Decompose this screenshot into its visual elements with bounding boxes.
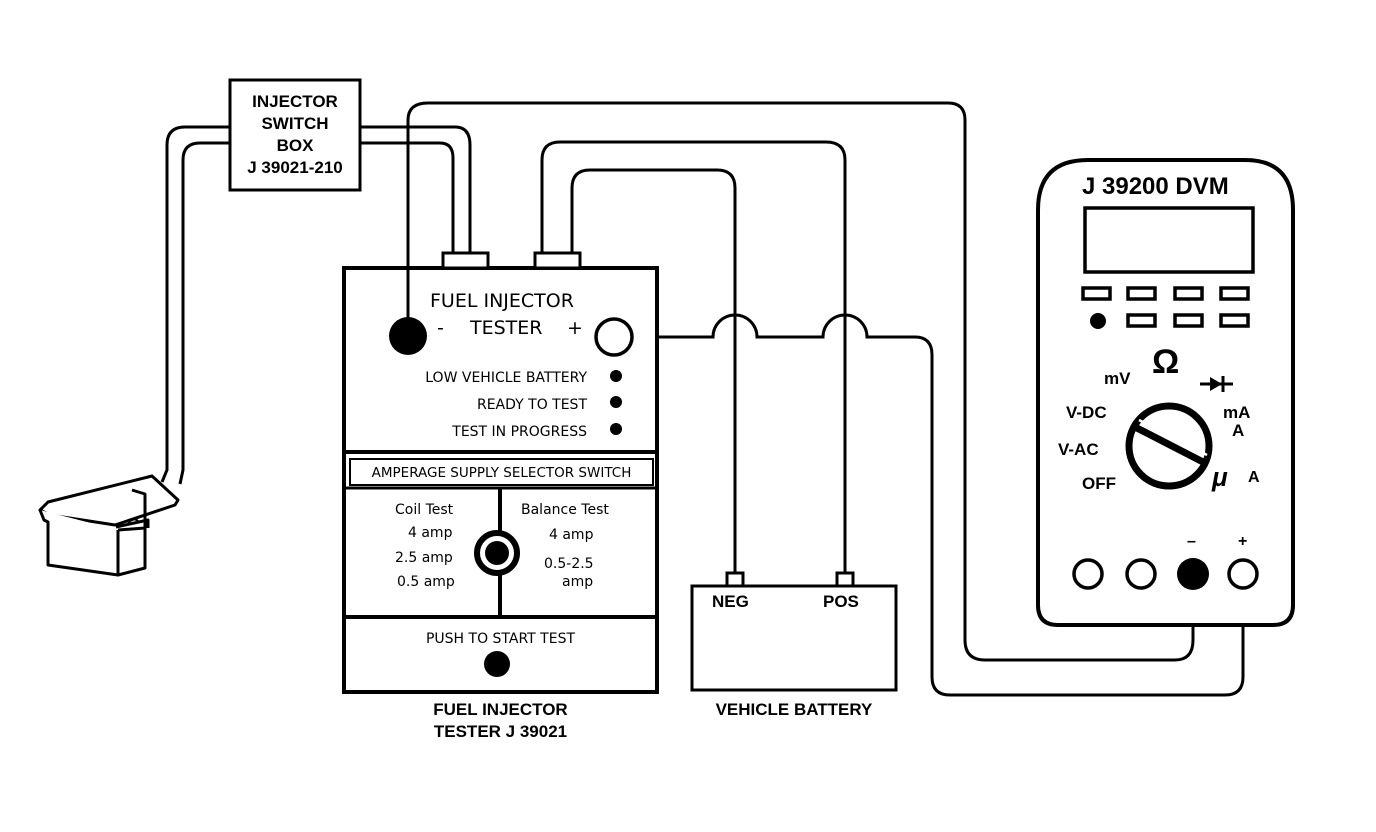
- selector-knob-center: [485, 541, 509, 565]
- dvm-button[interactable]: [1173, 286, 1204, 301]
- dial-label-ma: mA: [1223, 403, 1251, 422]
- battery-pos-label: POS: [823, 592, 859, 611]
- tester-minus-label: -: [437, 317, 444, 339]
- dvm-jack-negative[interactable]: [1177, 558, 1209, 590]
- push-to-start-button[interactable]: [484, 651, 510, 677]
- dvm-plus-label: +: [1238, 533, 1248, 550]
- switch-box-cable: [360, 125, 472, 253]
- coil-test-option-4amp: 4 amp: [408, 525, 453, 541]
- dvm-button[interactable]: [1173, 313, 1204, 328]
- switch-box-label-3: BOX: [276, 136, 314, 155]
- dvm-button[interactable]: [1081, 286, 1112, 301]
- switch-box-label-1: INJECTOR: [252, 92, 338, 111]
- coil-test-option-0-5amp: 0.5 amp: [397, 574, 455, 590]
- dvm-button[interactable]: [1219, 313, 1250, 328]
- vehicle-battery: [690, 571, 898, 692]
- dial-label-micro: μ: [1212, 462, 1228, 492]
- dvm-rotary-dial[interactable]: [1125, 402, 1213, 490]
- balance-test-option-range-unit: amp: [562, 574, 594, 590]
- switch-box-part-number: J 39021-210: [247, 158, 343, 177]
- dvm-display: [1083, 206, 1255, 274]
- dial-label-a: A: [1232, 421, 1245, 440]
- dvm-body: [1036, 158, 1295, 627]
- indicator-label-low-battery: LOW VEHICLE BATTERY: [425, 370, 587, 386]
- dvm-buttons[interactable]: [1081, 286, 1250, 328]
- dial-label-ua: A: [1248, 469, 1260, 486]
- dial-label-vac: V-AC: [1058, 440, 1099, 459]
- coil-test-option-2-5amp: 2.5 amp: [395, 550, 453, 566]
- dvm-jack-positive[interactable]: [1227, 558, 1259, 590]
- dvm-button[interactable]: [1126, 313, 1157, 328]
- balance-test-option-4amp: 4 amp: [549, 527, 594, 543]
- diode-icon: [1200, 376, 1233, 392]
- indicator-label-ready: READY TO TEST: [476, 397, 587, 413]
- indicator-label-in-progress: TEST IN PROGRESS: [452, 424, 587, 440]
- dial-label-vdc: V-DC: [1066, 403, 1107, 422]
- dvm-jack-1[interactable]: [1072, 558, 1104, 590]
- dvm-button[interactable]: [1126, 286, 1157, 301]
- tester-positive-terminal[interactable]: [594, 317, 634, 357]
- balance-test-option-range: 0.5-2.5: [544, 556, 594, 572]
- dial-label-ohm: Ω: [1152, 343, 1180, 381]
- dvm-power-indicator: [1090, 313, 1106, 329]
- led-test-in-progress: [610, 423, 622, 435]
- push-to-start-label: PUSH TO START TEST: [425, 631, 576, 647]
- tester-negative-lead: [406, 101, 1195, 662]
- coil-test-title: Coil Test: [395, 502, 454, 518]
- tester-positive-lead: [633, 313, 1245, 697]
- selector-title-box: [349, 458, 654, 486]
- tester-negative-terminal[interactable]: [389, 317, 427, 355]
- dial-label-mv: mV: [1104, 369, 1131, 388]
- tester-plus-label: +: [567, 317, 583, 339]
- dvm-minus-label: –: [1187, 533, 1196, 550]
- dial-label-off: OFF: [1082, 474, 1116, 493]
- dvm-button[interactable]: [1219, 286, 1250, 301]
- battery-caption: VEHICLE BATTERY: [715, 700, 873, 719]
- dvm-jack-2[interactable]: [1125, 558, 1157, 590]
- dvm-title: J 39200 DVM: [1082, 173, 1229, 200]
- tester-title-line1: FUEL INJECTOR: [430, 290, 574, 312]
- balance-test-title: Balance Test: [521, 502, 609, 518]
- led-ready-to-test: [610, 396, 622, 408]
- battery-cable: [540, 140, 847, 573]
- tester-caption-line1: FUEL INJECTOR: [433, 700, 568, 719]
- led-low-vehicle-battery: [610, 370, 622, 382]
- injector-switch-box: [228, 78, 362, 192]
- injector-connector: [38, 474, 180, 577]
- tester-title-line2: TESTER: [470, 317, 543, 339]
- battery-neg-label: NEG: [712, 592, 749, 611]
- switch-box-label-2: SWITCH: [261, 114, 329, 133]
- tester-caption-line2: TESTER J 39021: [433, 722, 568, 741]
- injector-cable: [160, 125, 230, 485]
- selector-switch-title: AMPERAGE SUPPLY SELECTOR SWITCH: [371, 465, 632, 481]
